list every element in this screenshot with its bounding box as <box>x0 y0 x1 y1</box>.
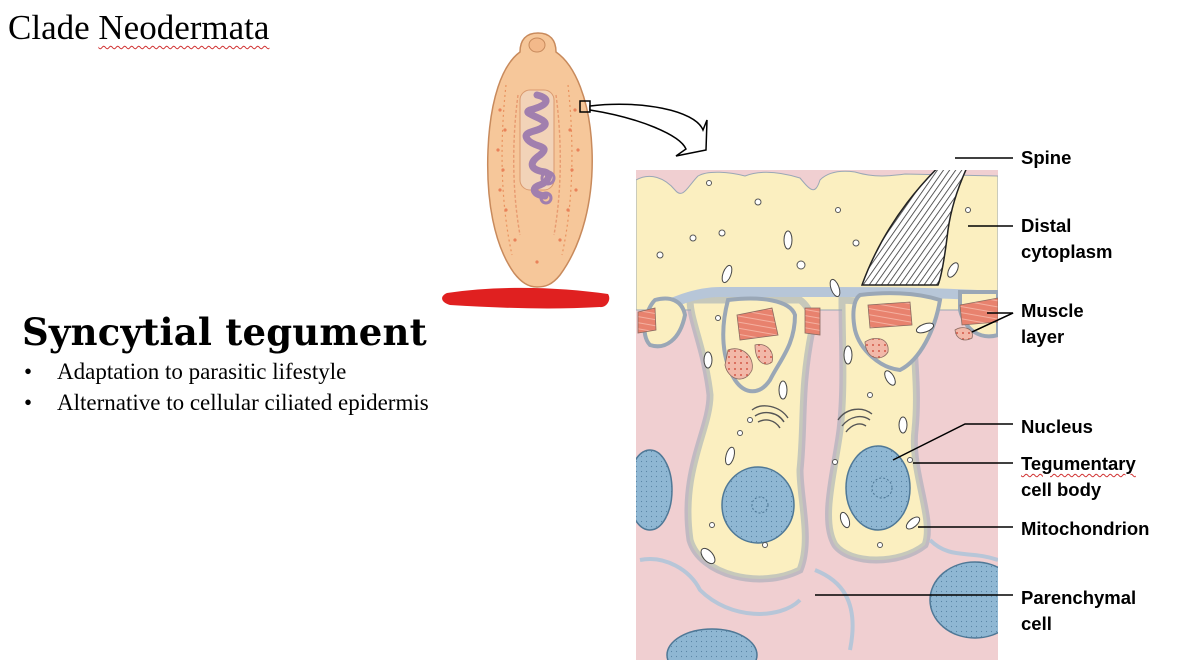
label-parenchymal-cell: Parenchymal cell <box>1021 587 1137 634</box>
leader-lines <box>815 157 1014 596</box>
tegument-cross-section <box>636 170 998 660</box>
spine-shape <box>860 170 967 286</box>
label-tegumentary-cell-body: Tegumentary cell body <box>1021 451 1136 503</box>
title-word: Neodermata <box>98 8 270 47</box>
zoom-arrow <box>589 103 708 157</box>
label-spine: Spine <box>1021 147 1072 168</box>
bullet-item: Adaptation to parasitic lifestyle <box>22 356 429 387</box>
slide-title: Clade Neodermata <box>8 6 269 50</box>
bullet-item: Alternative to cellular ciliated epiderm… <box>22 387 429 418</box>
fluke-illustration <box>486 32 708 288</box>
label-distal-cytoplasm: Distal cytoplasm <box>1021 215 1113 262</box>
label-tegumentary-line1: Tegumentary <box>1021 453 1136 474</box>
bullet-list: Adaptation to parasitic lifestyle Altern… <box>22 356 429 418</box>
section-heading: Syncytial tegument <box>22 310 427 354</box>
label-muscle-layer: Muscle layer <box>1021 300 1084 347</box>
label-tegumentary-line2: cell body <box>1021 479 1102 500</box>
label-mitochondrion: Mitochondrion <box>1021 518 1150 539</box>
redaction-mark <box>442 287 610 309</box>
title-prefix: Clade <box>8 8 99 47</box>
label-nucleus: Nucleus <box>1021 416 1093 437</box>
